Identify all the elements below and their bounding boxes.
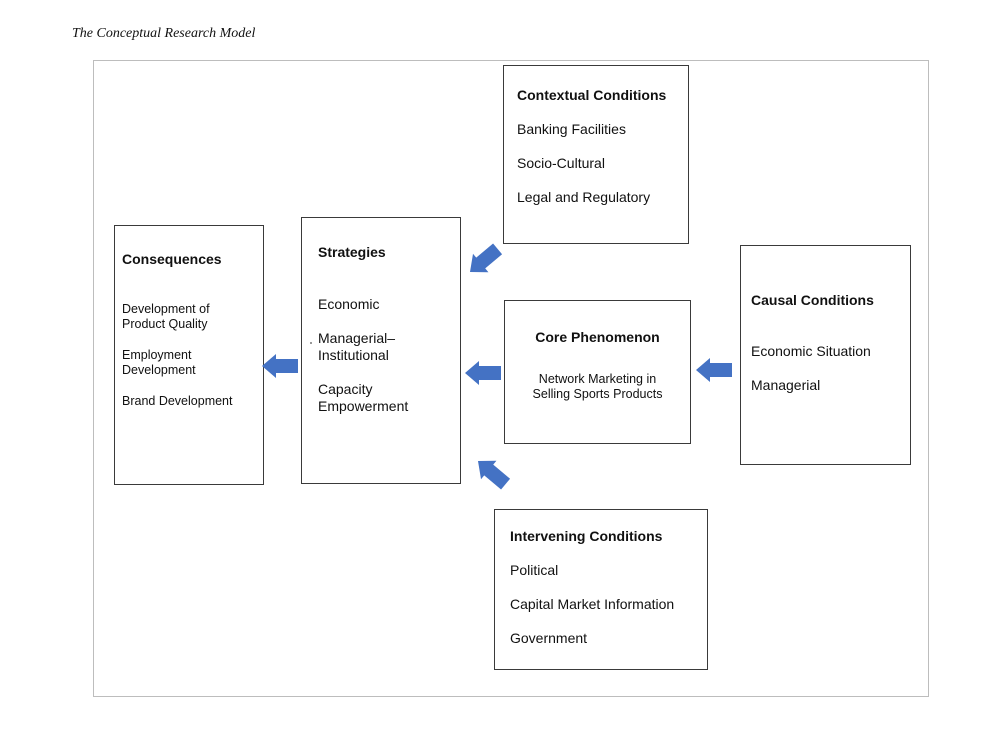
strategies-item-capacity: Capacity Empowerment [318, 381, 409, 414]
consequences-box: Consequences Development of Product Qual… [114, 225, 264, 485]
figure-caption: The Conceptual Research Model [72, 26, 256, 41]
intervening-title: Intervening Conditions [510, 528, 663, 544]
contextual-item-socio-cultural: Socio-Cultural [517, 155, 605, 171]
core-phenomenon-box: Core Phenomenon Network Marketing in Sel… [504, 300, 691, 444]
stray-dot [310, 342, 312, 344]
intervening-item-political: Political [510, 562, 559, 578]
strategies-item-managerial: Managerial– Institutional [318, 330, 396, 363]
consequences-item-product-quality: Development of Product Quality [122, 302, 210, 331]
causal-conditions-box: Causal Conditions Economic Situation Man… [740, 245, 911, 465]
core-item-network-marketing: Network Marketing in Selling Sports Prod… [532, 372, 663, 401]
core-title: Core Phenomenon [535, 329, 660, 345]
consequences-title: Consequences [122, 251, 222, 267]
consequences-item-employment: Employment Development [122, 348, 196, 377]
consequences-item-brand: Brand Development [122, 394, 233, 408]
diagram-frame [93, 60, 929, 697]
intervening-item-capital-market: Capital Market Information [510, 596, 675, 612]
contextual-item-banking: Banking Facilities [517, 121, 626, 137]
strategies-box: Strategies Economic Managerial– Institut… [301, 217, 461, 484]
intervening-conditions-box: Intervening Conditions Political Capital… [494, 509, 708, 670]
contextual-item-legal: Legal and Regulatory [517, 189, 651, 205]
intervening-item-government: Government [510, 630, 588, 646]
strategies-item-economic: Economic [318, 296, 380, 312]
causal-item-economic-situation: Economic Situation [751, 343, 871, 359]
contextual-title: Contextual Conditions [517, 87, 667, 103]
strategies-title: Strategies [318, 244, 386, 260]
contextual-conditions-box: Contextual Conditions Banking Facilities… [503, 65, 689, 244]
causal-title: Causal Conditions [751, 292, 874, 308]
causal-item-managerial: Managerial [751, 377, 821, 393]
